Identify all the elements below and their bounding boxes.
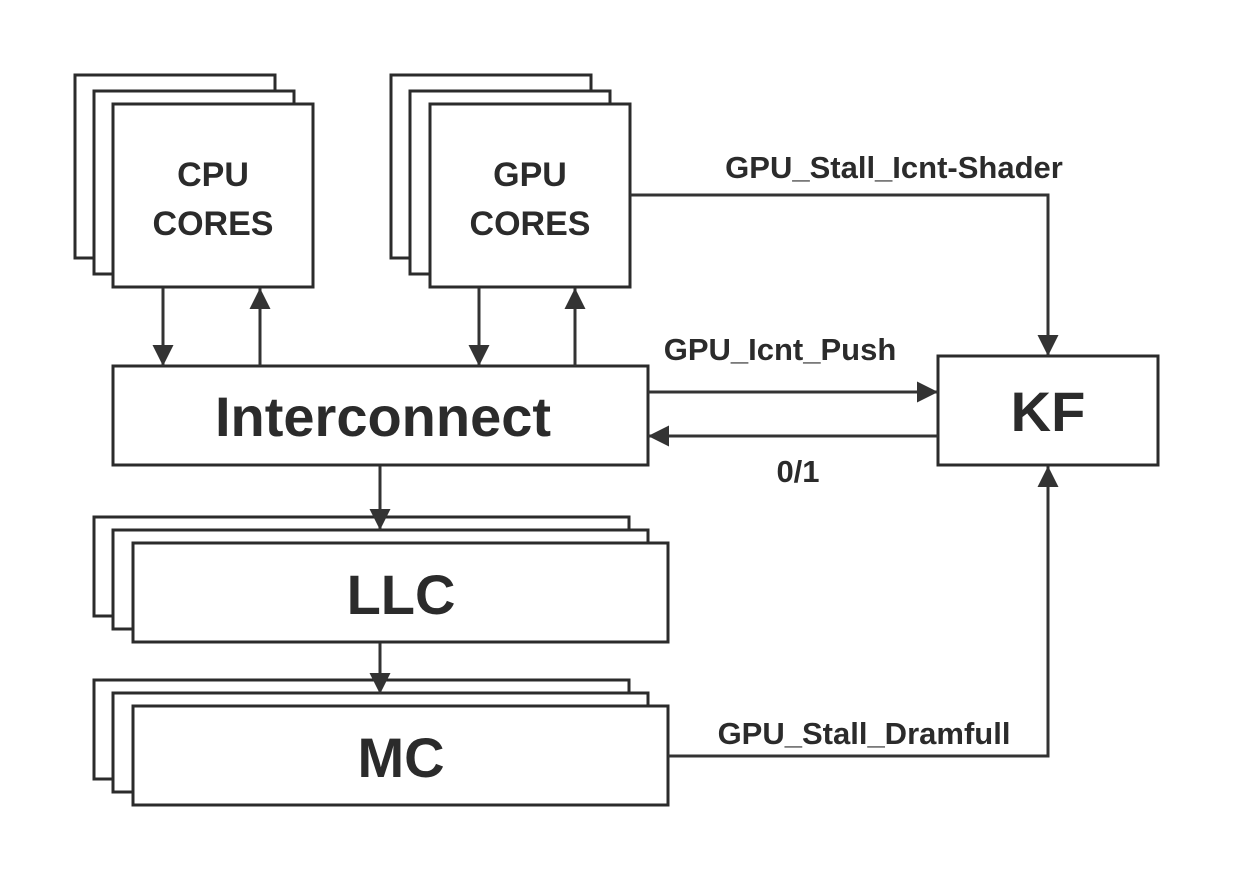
gpu-stall-dramfull-label: GPU_Stall_Dramfull — [718, 716, 1011, 751]
kf-label: KF — [1011, 380, 1086, 443]
interconnect-label: Interconnect — [215, 385, 551, 448]
kf-feedback-label: 0/1 — [776, 454, 819, 489]
gpu-icnt-push-label: GPU_Icnt_Push — [664, 332, 897, 367]
mc-stack: MC — [92, 678, 670, 807]
cpu-cores-label-line1: CPU — [177, 156, 249, 194]
interconnect-node: Interconnect — [111, 364, 650, 467]
mc-label: MC — [357, 726, 444, 789]
llc-front — [131, 541, 670, 644]
gpu-stall-icnt-shader-label: GPU_Stall_Icnt-Shader — [725, 150, 1063, 185]
interconnect-box — [111, 364, 650, 467]
cpu-core-front — [111, 102, 315, 289]
gpu-core-front — [428, 102, 632, 289]
cpu-cores-label-line2: CORES — [153, 205, 274, 243]
llc-label: LLC — [347, 563, 456, 626]
llc-stack: LLC — [92, 515, 670, 644]
gpu-stall-dramfull-arrow — [668, 466, 1059, 758]
gpu-cores-label-line1: GPU — [493, 156, 567, 194]
cpu-cores-stack: CPU CORES — [73, 73, 315, 289]
gpu-cores-label-line2: CORES — [470, 205, 591, 243]
kf-node: KF — [936, 354, 1160, 467]
kf-box — [936, 354, 1160, 467]
gpu-cores-stack: GPU CORES — [389, 73, 632, 289]
gpu-stall-icnt-shader-arrow — [630, 193, 1059, 356]
